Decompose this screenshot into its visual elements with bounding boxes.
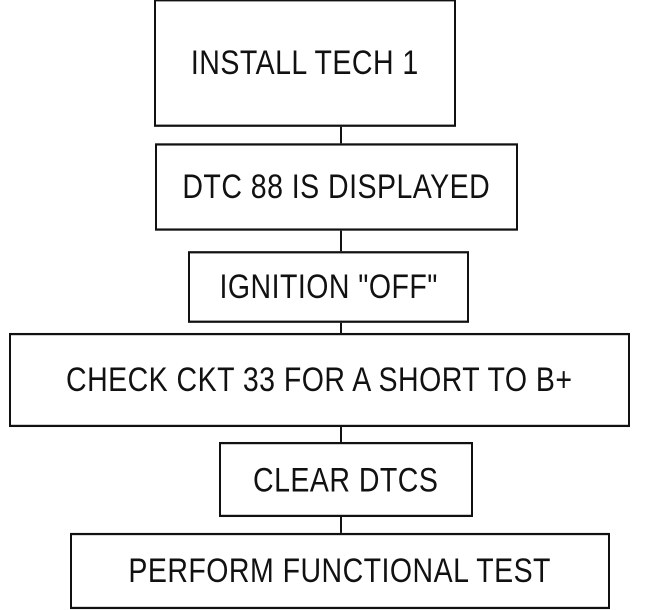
step-label: CHECK CKT 33 FOR A SHORT TO B+ (66, 359, 573, 400)
step-label: DTC 88 IS DISPLAYED (182, 166, 491, 207)
connector-line (340, 513, 342, 537)
step-dtc-displayed: DTC 88 IS DISPLAYED (155, 143, 518, 231)
step-label: INSTALL TECH 1 (191, 42, 419, 83)
step-check-circuit: CHECK CKT 33 FOR A SHORT TO B+ (9, 332, 630, 428)
connector-line (340, 226, 342, 255)
step-install-tech-1: INSTALL TECH 1 (154, 0, 456, 127)
step-clear-dtcs: CLEAR DTCS (219, 441, 473, 518)
connector-line (340, 120, 342, 148)
step-ignition-off: IGNITION "OFF" (188, 251, 469, 323)
step-label: PERFORM FUNCTIONAL TEST (128, 550, 552, 591)
step-label: IGNITION "OFF" (219, 266, 438, 307)
connector-line (340, 319, 342, 338)
step-label: CLEAR DTCS (253, 459, 439, 499)
connector-line (340, 422, 342, 446)
step-functional-test: PERFORM FUNCTIONAL TEST (70, 532, 610, 610)
